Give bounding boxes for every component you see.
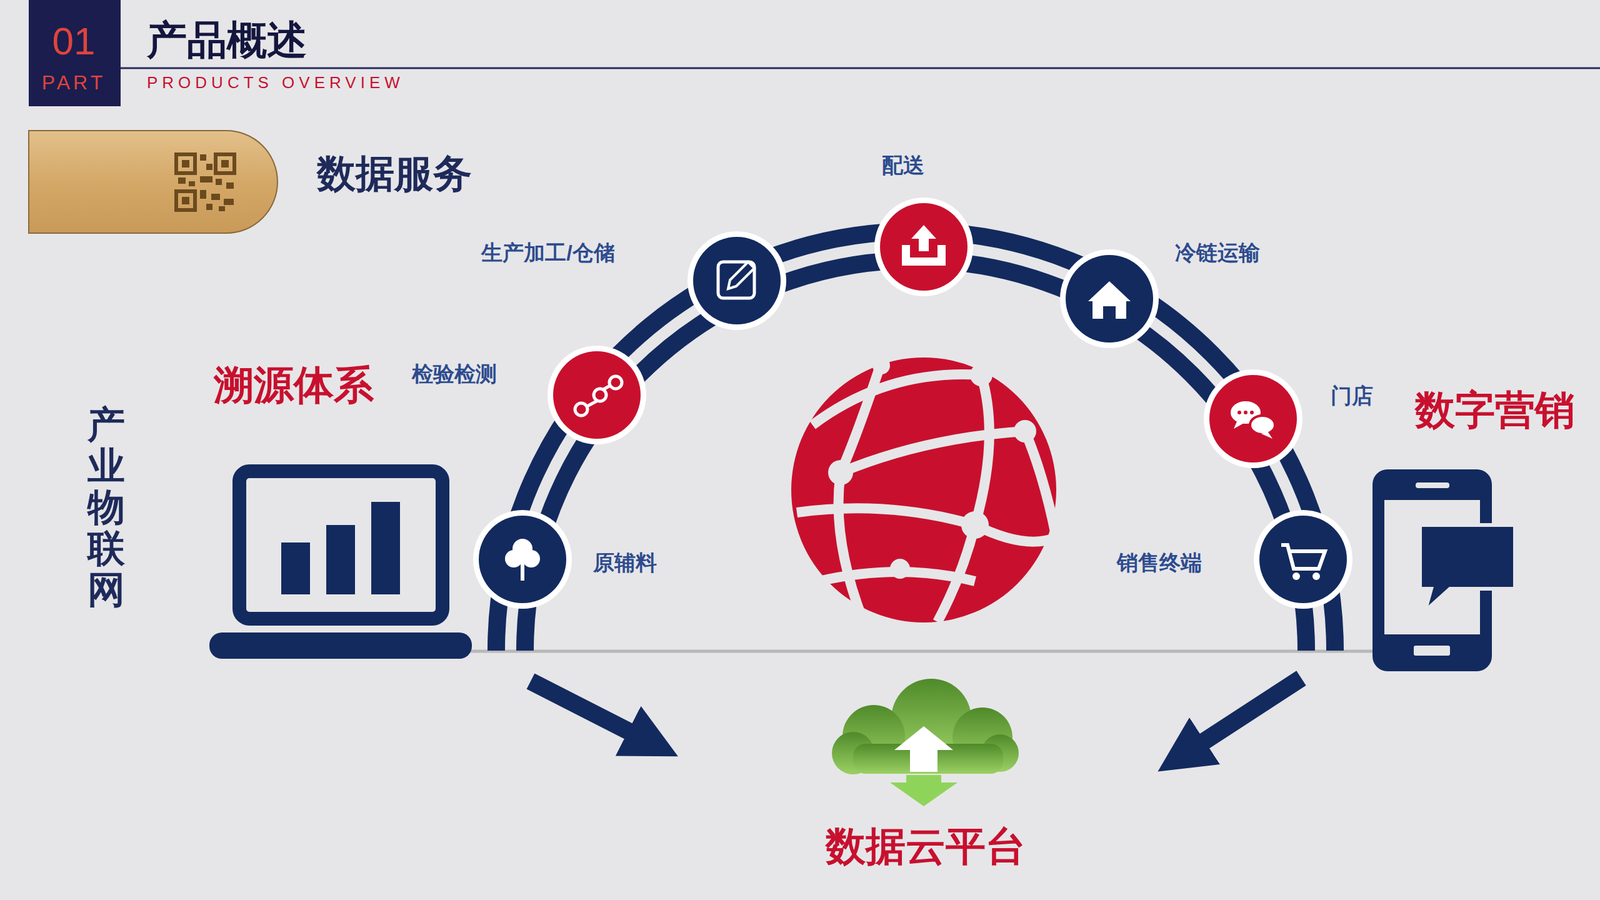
baseline [469,650,1374,654]
label: 原辅料 [593,550,657,575]
flow-arrow [1181,678,1302,757]
page-title: 产品概述 [146,17,307,64]
label: 01 [52,18,96,64]
label: 数据云平台 [825,823,1026,870]
inner-arc [525,260,1307,651]
stage-icon [1203,369,1303,469]
vertical-label: 产业物联网 [87,404,125,611]
stage-icon [1253,510,1353,609]
flow-arrow [530,681,654,744]
stage-icon [874,197,974,297]
stage-icon [473,510,572,609]
header-rule [120,67,1600,70]
header-block [28,0,121,107]
stage-icon [547,345,647,445]
label: PRODUCTS OVERVIEW [146,73,405,93]
qr-code [176,154,235,212]
label: 数字营销 [1415,387,1575,434]
label: 数据服务 [316,151,472,196]
label: 配送 [881,153,925,178]
label: 门店 [1330,383,1374,409]
label: 冷链运输 [1175,240,1260,265]
cloud-icon [831,678,1019,807]
label: 生产加工/仓储 [481,240,615,265]
stage-icon [1060,249,1159,349]
laptop-icon [209,471,472,659]
label: 溯源体系 [213,362,374,409]
globe [791,356,1057,623]
phone-icon [1372,469,1515,672]
label: 销售终端 [1116,550,1202,575]
label: 检验检测 [411,361,497,387]
wood-tab [28,130,278,234]
stage-icon [687,231,787,330]
label: PART [41,71,106,95]
